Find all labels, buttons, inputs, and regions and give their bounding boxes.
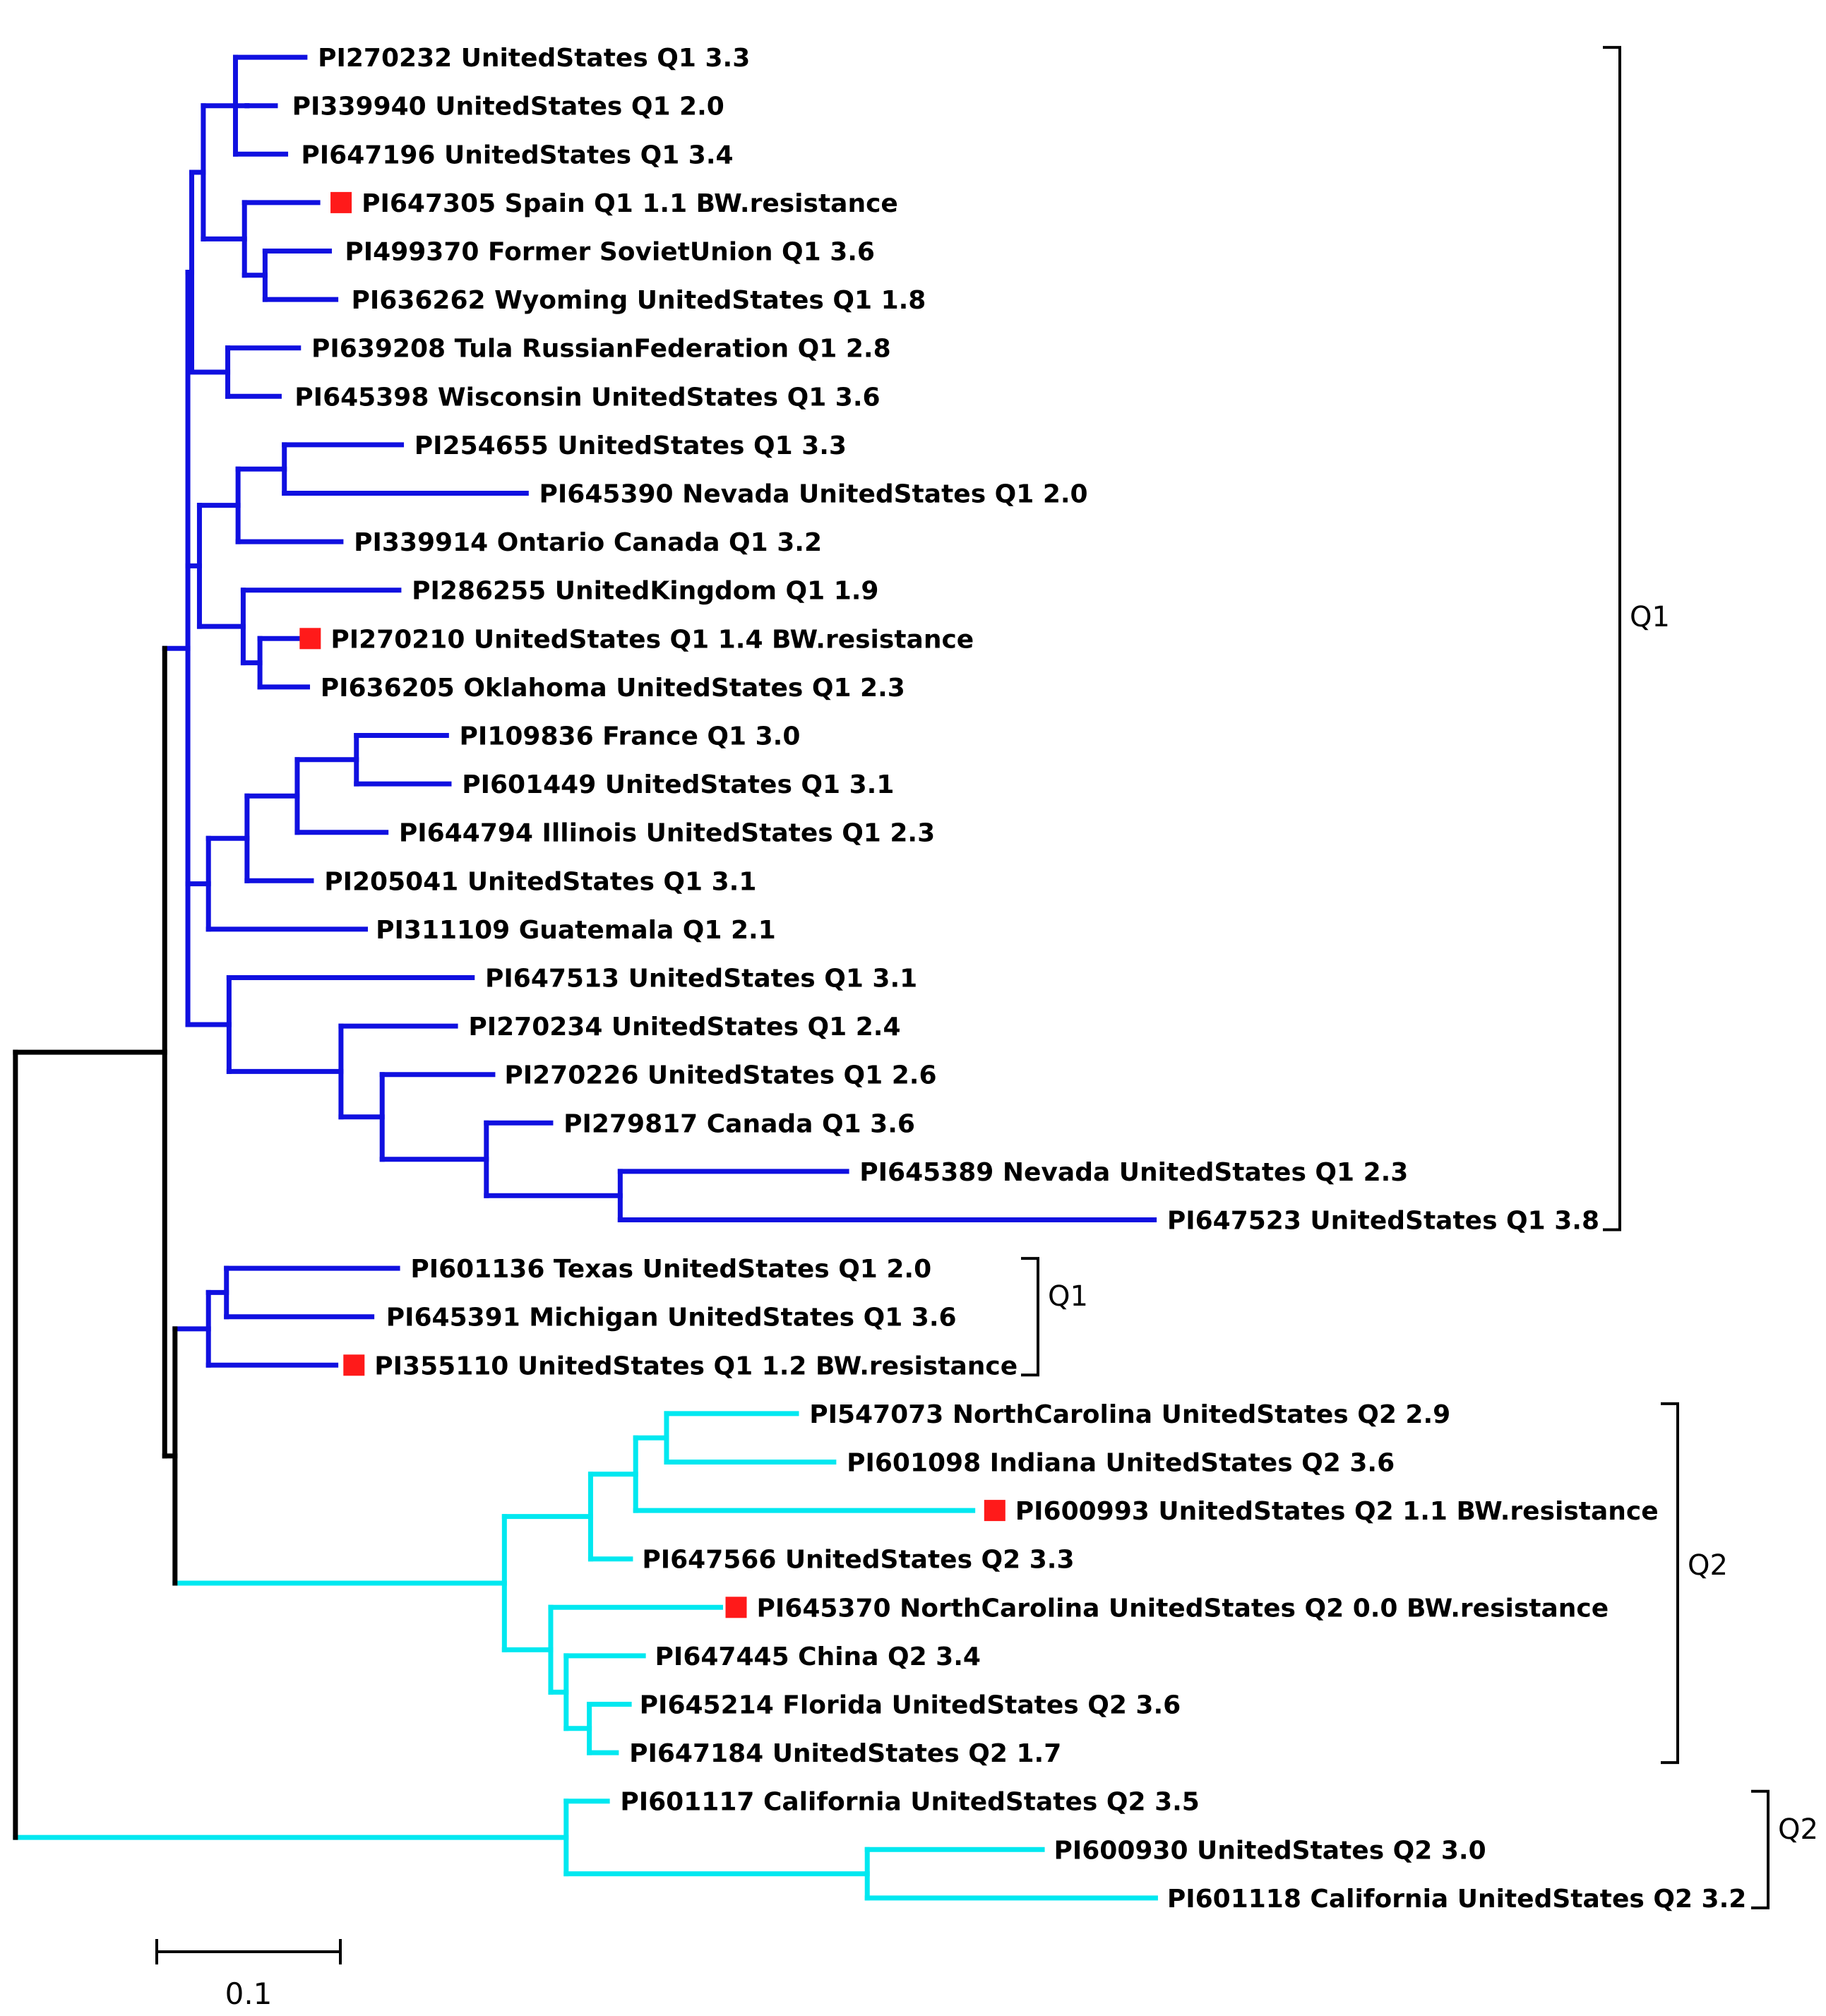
leaf-label-35: PI647184 UnitedStates Q2 1.7 <box>629 1739 1061 1768</box>
clade-label-q1-main: Q1 <box>1630 601 1670 633</box>
leaf-label-17: PI205041 UnitedStates Q1 3.1 <box>324 867 756 896</box>
leaf-label-27: PI355110 UnitedStates Q1 1.2 BW.resistan… <box>374 1352 1018 1380</box>
leaf-label-6: PI639208 Tula RussianFederation Q1 2.8 <box>311 335 891 364</box>
bw-resistance-marker-32 <box>725 1597 747 1618</box>
leaf-label-20: PI270234 UnitedStates Q1 2.4 <box>468 1013 900 1042</box>
leaf-label-12: PI270210 UnitedStates Q1 1.4 BW.resistan… <box>330 625 974 654</box>
scale-bar-label: 0.1 <box>225 1976 273 2011</box>
leaf-label-37: PI600930 UnitedStates Q2 3.0 <box>1054 1836 1486 1865</box>
bw-resistance-marker-12 <box>299 628 321 650</box>
leaf-label-0: PI270232 UnitedStates Q1 3.3 <box>318 44 750 73</box>
leaf-label-19: PI647513 UnitedStates Q1 3.1 <box>485 964 917 993</box>
leaf-label-29: PI601098 Indiana UnitedStates Q2 3.6 <box>847 1448 1395 1477</box>
tree-branches <box>13 54 1158 1901</box>
bw-resistance-markers <box>299 191 1006 1618</box>
leaf-label-7: PI645398 Wisconsin UnitedStates Q1 3.6 <box>294 383 880 412</box>
clade-label-q2-main: Q2 <box>1688 1549 1728 1582</box>
clade-bracket-q2-small <box>1751 1789 1770 1909</box>
clade-bracket-q1-main <box>1603 46 1621 1231</box>
clade-bracket-q1-small <box>1021 1257 1039 1377</box>
clade-label-q2-small: Q2 <box>1778 1813 1818 1846</box>
scale-bar <box>155 1939 342 1964</box>
leaf-label-3: PI647305 Spain Q1 1.1 BW.resistance <box>362 189 898 218</box>
leaf-label-10: PI339914 Ontario Canada Q1 3.2 <box>354 528 822 557</box>
leaf-label-4: PI499370 Former SovietUnion Q1 3.6 <box>345 237 875 266</box>
clade-label-q1-small: Q1 <box>1048 1280 1088 1313</box>
leaf-label-23: PI645389 Nevada UnitedStates Q1 2.3 <box>859 1158 1408 1187</box>
leaf-label-15: PI601449 UnitedStates Q1 3.1 <box>462 770 894 799</box>
leaf-label-9: PI645390 Nevada UnitedStates Q1 2.0 <box>539 479 1088 508</box>
leaf-label-21: PI270226 UnitedStates Q1 2.6 <box>504 1061 936 1090</box>
leaf-label-25: PI601136 Texas UnitedStates Q1 2.0 <box>410 1255 931 1284</box>
leaf-label-16: PI644794 Illinois UnitedStates Q1 2.3 <box>399 819 935 848</box>
leaf-label-28: PI547073 NorthCarolina UnitedStates Q2 2… <box>809 1400 1450 1429</box>
leaf-label-34: PI645214 Florida UnitedStates Q2 3.6 <box>640 1690 1181 1719</box>
leaf-label-22: PI279817 Canada Q1 3.6 <box>563 1109 915 1138</box>
leaf-label-14: PI109836 France Q1 3.0 <box>460 722 801 751</box>
leaf-label-2: PI647196 UnitedStates Q1 3.4 <box>301 141 733 169</box>
bw-resistance-marker-3 <box>330 191 352 213</box>
leaf-label-24: PI647523 UnitedStates Q1 3.8 <box>1167 1206 1599 1235</box>
leaf-label-26: PI645391 Michigan UnitedStates Q1 3.6 <box>386 1304 957 1332</box>
leaf-label-31: PI647566 UnitedStates Q2 3.3 <box>642 1546 1074 1575</box>
leaf-label-38: PI601118 California UnitedStates Q2 3.2 <box>1167 1885 1747 1914</box>
leaf-label-36: PI601117 California UnitedStates Q2 3.5 <box>620 1788 1200 1817</box>
leaf-label-5: PI636262 Wyoming UnitedStates Q1 1.8 <box>351 286 926 315</box>
clade-brackets <box>1021 46 1770 1909</box>
leaf-label-32: PI645370 NorthCarolina UnitedStates Q2 0… <box>757 1594 1609 1623</box>
bw-resistance-marker-30 <box>984 1500 1006 1522</box>
leaf-label-30: PI600993 UnitedStates Q2 1.1 BW.resistan… <box>1015 1497 1659 1526</box>
leaf-label-33: PI647445 China Q2 3.4 <box>655 1642 981 1671</box>
bw-resistance-marker-27 <box>343 1354 365 1376</box>
leaf-label-13: PI636205 Oklahoma UnitedStates Q1 2.3 <box>321 674 905 703</box>
clade-bracket-q2-main <box>1661 1402 1679 1765</box>
leaf-label-8: PI254655 UnitedStates Q1 3.3 <box>414 431 847 460</box>
leaf-label-18: PI311109 Guatemala Q1 2.1 <box>376 916 776 945</box>
leaf-label-1: PI339940 UnitedStates Q1 2.0 <box>292 93 724 121</box>
leaf-label-11: PI286255 UnitedKingdom Q1 1.9 <box>412 577 878 606</box>
